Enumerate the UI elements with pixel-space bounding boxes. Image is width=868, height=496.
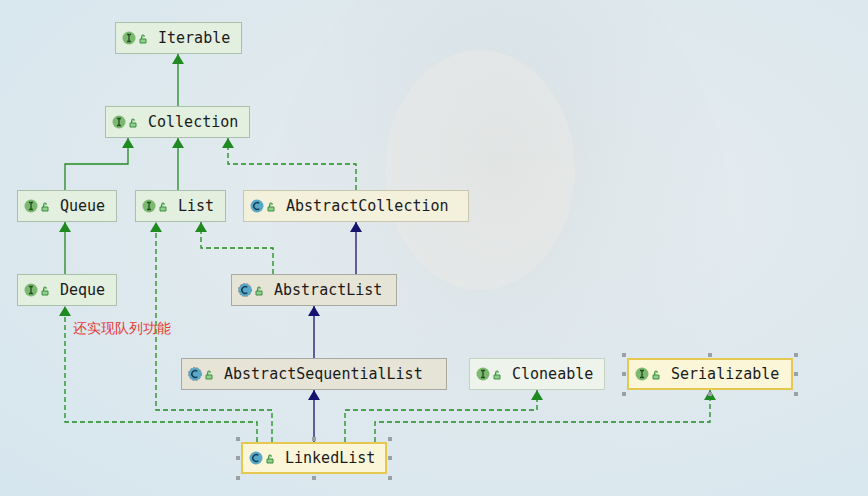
class-name: AbstractCollection bbox=[286, 197, 449, 215]
extends-arrow bbox=[313, 390, 314, 442]
implements-arrow bbox=[201, 222, 273, 274]
interface-icon bbox=[24, 282, 54, 298]
class-icon bbox=[188, 366, 218, 382]
class-name: Queue bbox=[60, 197, 105, 215]
class-icon bbox=[238, 282, 268, 298]
interface-icon bbox=[476, 366, 506, 382]
interface-icon bbox=[635, 366, 665, 382]
class-name: Cloneable bbox=[512, 365, 593, 383]
note-label: 还实现队列功能 bbox=[73, 320, 171, 338]
implements-arrow bbox=[64, 222, 65, 274]
class-box: Iterable bbox=[115, 22, 242, 54]
implements-arrow bbox=[345, 390, 537, 442]
class-name: AbstractList bbox=[274, 281, 382, 299]
class-box: Collection bbox=[105, 106, 250, 138]
class-box: AbstractSequentialList bbox=[181, 358, 447, 390]
class-name: Deque bbox=[60, 281, 105, 299]
interface-icon bbox=[122, 30, 152, 46]
interface-icon bbox=[24, 198, 54, 214]
class-box: AbstractList bbox=[231, 274, 397, 306]
class-box: List bbox=[135, 190, 226, 222]
class-box: AbstractCollection bbox=[243, 190, 469, 222]
class-name: LinkedList bbox=[285, 449, 375, 467]
class-name: Iterable bbox=[158, 29, 230, 47]
class-box: Serializable bbox=[627, 358, 793, 390]
class-name: Collection bbox=[148, 113, 238, 131]
class-box: LinkedList bbox=[241, 442, 387, 474]
implements-arrow bbox=[228, 138, 356, 190]
implements-arrow bbox=[177, 54, 178, 106]
extends-arrow bbox=[355, 222, 356, 274]
class-box: Cloneable bbox=[469, 358, 605, 390]
implements-arrow bbox=[177, 138, 178, 190]
interface-icon bbox=[112, 114, 142, 130]
class-box: Queue bbox=[17, 190, 117, 222]
class-name: Serializable bbox=[671, 365, 779, 383]
class-name: AbstractSequentialList bbox=[224, 365, 423, 383]
class-box: Deque bbox=[17, 274, 117, 306]
class-name: List bbox=[178, 197, 214, 215]
implements-arrow bbox=[65, 138, 128, 190]
class-icon bbox=[250, 198, 280, 214]
extends-arrow bbox=[313, 306, 314, 358]
interface-icon bbox=[142, 198, 172, 214]
implements-arrow bbox=[375, 390, 710, 442]
class-icon bbox=[249, 450, 279, 466]
implements-arrow bbox=[156, 222, 272, 442]
